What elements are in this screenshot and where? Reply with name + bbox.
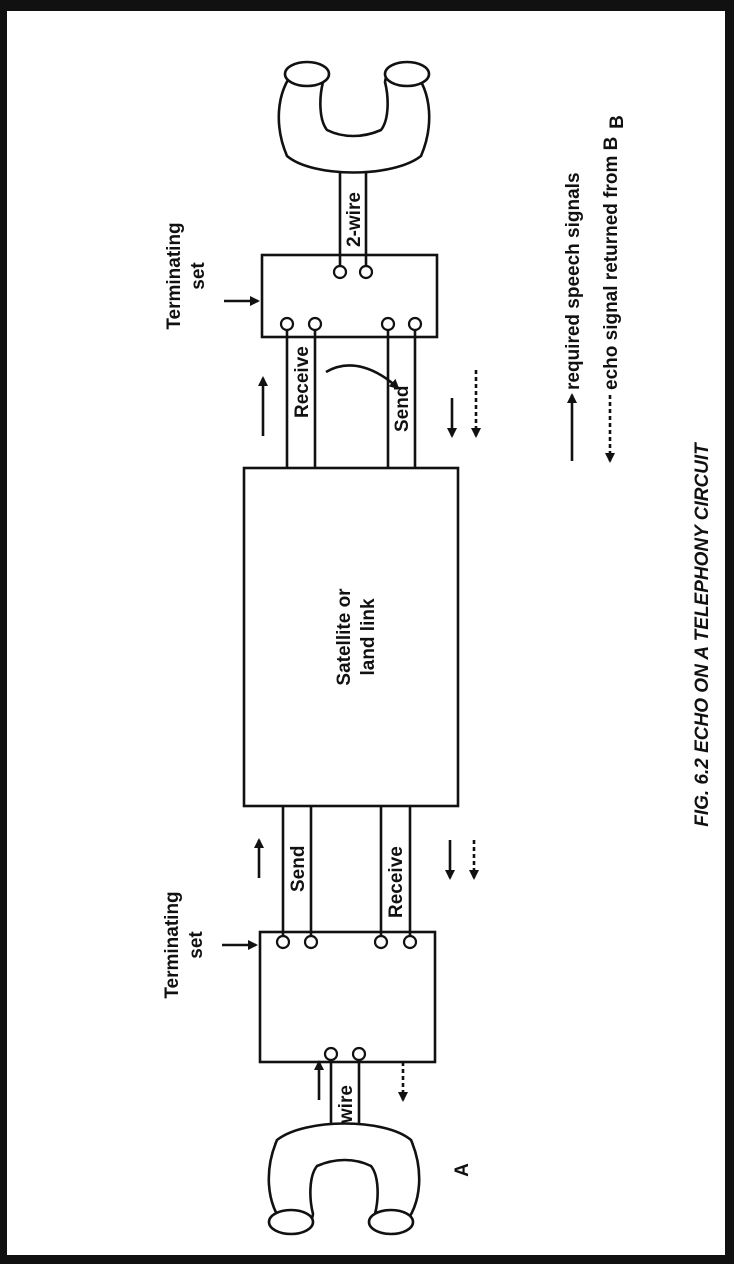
endpoint-a-label: A <box>452 1163 473 1177</box>
send-b-label: Send <box>392 386 413 432</box>
legend-dashed-text: echo signal returned from B <box>601 137 622 390</box>
terminating-set-a-label-line2: set <box>186 931 207 959</box>
handset-b-icon <box>279 62 429 173</box>
link-box-label-line2: land link <box>358 598 379 676</box>
terminating-set-b-label-line2: set <box>188 262 209 290</box>
figure-caption: FIG. 6.2 ECHO ON A TELEPHONY CIRCUIT <box>692 442 713 827</box>
receive-b-label: Receive <box>292 346 313 418</box>
link-box-label-line1: Satellite or <box>334 588 355 686</box>
terminating-set-b-label-line1: Terminating <box>164 222 185 329</box>
receive-a-label: Receive <box>386 846 407 918</box>
send-a-label: Send <box>288 846 309 892</box>
terminating-set-a-box <box>260 932 435 1062</box>
endpoint-b-label: B <box>607 115 628 129</box>
two-wire-b-label: 2-wire <box>344 192 365 247</box>
terminating-set-a-label-line1: Terminating <box>162 891 183 998</box>
legend-solid-text: required speech signals <box>563 172 584 390</box>
handset-a-icon <box>269 1124 419 1235</box>
